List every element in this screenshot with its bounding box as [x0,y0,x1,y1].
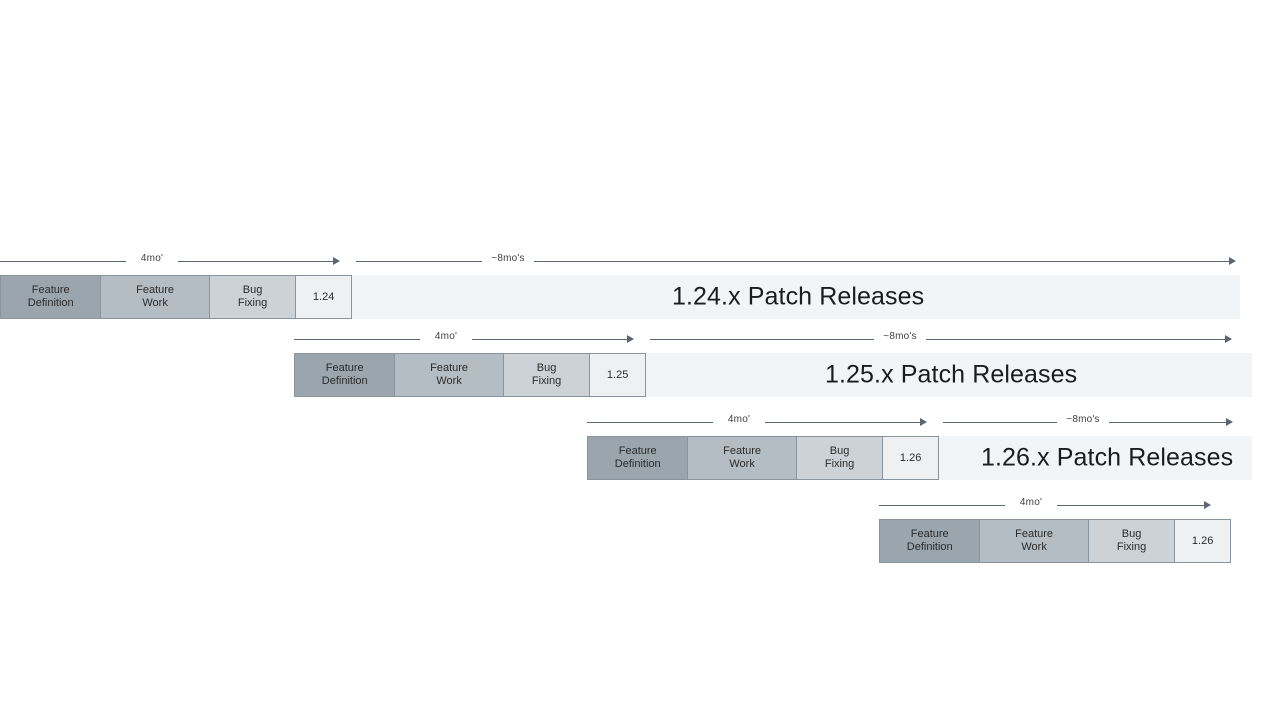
phase-bug-fixing-line2: Fixing [237,297,268,309]
phase-version-row-1-27-line1: 1.26 [1191,534,1214,547]
phase-feature-work-line2: Work [436,375,462,387]
measure-label: 4mo' [140,253,164,264]
measure-arrowhead-icon [627,335,634,343]
measure-patch-row-1-26: ~8mo's [943,413,1233,431]
measure-label: 4mo' [434,331,458,342]
phase-feature-definition-line2: Definition [27,297,74,309]
phase-feature-definition-line1: Feature [31,284,70,296]
measure-rule-left [943,422,1057,423]
phase-bug-fixing-line1: Bug [242,284,263,296]
measure-arrowhead-icon [1225,335,1232,343]
measure-rule-left [879,505,1005,506]
measure-patch-row-1-25: ~8mo's [650,330,1232,348]
measure-arrowhead-icon [1229,257,1236,265]
measure-label: 4mo' [727,414,751,425]
phase-bug-fixing-line1: Bug [829,445,850,457]
phase-feature-work-line1: Feature [430,362,469,374]
measure-rule-right [534,261,1229,262]
phase-bug-fixing-line2: Fixing [824,458,855,470]
phase-feature-work-line2: Work [142,297,168,309]
phase-feature-definition-line1: Feature [618,445,657,457]
phase-feature-work-line1: Feature [1015,528,1054,540]
phase-feature-work-line2: Work [1021,541,1047,553]
phase-feature-definition-line2: Definition [614,458,661,470]
measure-dev-row-1-27: 4mo' [879,496,1211,514]
measure-arrowhead-icon [333,257,340,265]
phase-version-row-1-27[interactable]: 1.26 [1175,520,1230,562]
phase-bug-fixing-line1: Bug [536,362,557,374]
phase-feature-work-line1: Feature [136,284,175,296]
measure-dev-row-1-25: 4mo' [294,330,634,348]
phase-version-row-1-26-line1: 1.26 [899,451,922,464]
measure-patch-row-1-24: ~8mo's [356,252,1236,270]
phase-feature-work-line1: Feature [723,445,762,457]
measure-rule-left [294,339,420,340]
measure-rule-right [765,422,920,423]
measure-label: ~8mo's [1066,414,1100,425]
measure-rule-left [650,339,874,340]
measure-label: ~8mo's [491,253,525,264]
phase-bug-fixing-line1: Bug [1121,528,1142,540]
patch-release-label-row-1-25: 1.25.x Patch Releases [825,360,1078,389]
measure-rule-right [926,339,1225,340]
measure-rule-right [472,339,627,340]
measure-rule-left [356,261,482,262]
phase-version-row-1-25-line1: 1.25 [606,368,629,381]
patch-release-label-row-1-24: 1.24.x Patch Releases [672,282,925,311]
phase-bug-fixing-line2: Fixing [1116,541,1147,553]
phase-bug-fixing-line2: Fixing [531,375,562,387]
measure-dev-row-1-26: 4mo' [587,413,927,431]
measure-arrowhead-icon [1226,418,1233,426]
phase-version-row-1-26[interactable]: 1.26 [883,437,938,479]
patch-release-label-row-1-26: 1.26.x Patch Releases [981,443,1234,472]
phase-feature-definition-line2: Definition [906,541,953,553]
measure-rule-left [0,261,126,262]
measure-rule-left [587,422,713,423]
measure-arrowhead-icon [1204,501,1211,509]
phase-feature-work-line2: Work [729,458,755,470]
phase-feature-definition-line2: Definition [321,375,368,387]
phase-version-row-1-24-line1: 1.24 [312,290,335,303]
measure-label: ~8mo's [883,331,917,342]
measure-rule-right [1057,505,1204,506]
measure-dev-row-1-24: 4mo' [0,252,340,270]
measure-rule-right [178,261,333,262]
phase-feature-definition-line1: Feature [910,528,949,540]
measure-arrowhead-icon [920,418,927,426]
measure-label: 4mo' [1019,497,1043,508]
measure-rule-right [1109,422,1226,423]
phase-version-row-1-25[interactable]: 1.25 [590,354,645,396]
phase-version-row-1-24[interactable]: 1.24 [296,276,351,318]
phase-feature-definition-line1: Feature [325,362,364,374]
